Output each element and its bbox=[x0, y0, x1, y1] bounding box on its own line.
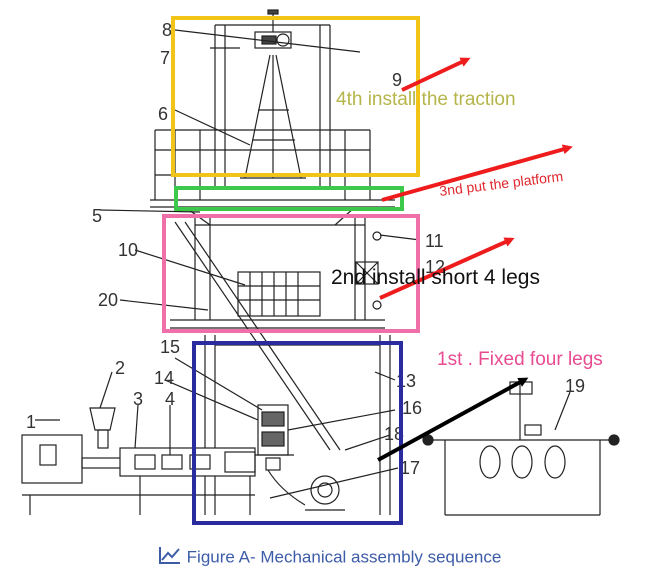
part-label-6: 6 bbox=[158, 104, 168, 124]
part-label-16: 16 bbox=[402, 398, 422, 418]
part-label-5: 5 bbox=[92, 206, 102, 226]
part-label-2: 2 bbox=[115, 358, 125, 378]
part-label-1: 1 bbox=[26, 412, 36, 432]
part-label-14: 14 bbox=[154, 368, 174, 388]
part-label-20: 20 bbox=[98, 290, 118, 310]
step1-arrow bbox=[377, 377, 529, 462]
part-label-11: 11 bbox=[425, 231, 444, 251]
part-label-10: 10 bbox=[118, 240, 138, 260]
step3-label: 3nd put the platform bbox=[438, 168, 564, 199]
step2-label: 2nd install short 4 legs bbox=[331, 266, 540, 289]
step4-highlight-box bbox=[171, 16, 420, 177]
step2-arrow bbox=[379, 237, 515, 300]
step4-label: 4th install the traction bbox=[336, 89, 516, 110]
step3-highlight-box bbox=[174, 186, 404, 211]
part-label-8: 8 bbox=[162, 20, 172, 40]
step2-highlight-box bbox=[162, 214, 420, 333]
caption-text: Figure A- Mechanical assembly sequence bbox=[186, 547, 502, 567]
part-label-3: 3 bbox=[133, 389, 143, 409]
part-label-7: 7 bbox=[160, 48, 170, 68]
step3-arrow bbox=[381, 144, 573, 202]
part-label-19: 19 bbox=[565, 376, 585, 396]
step4-arrow bbox=[401, 57, 471, 92]
line-chart-icon bbox=[158, 546, 181, 569]
step1-highlight-box bbox=[192, 341, 403, 525]
step1-label: 1st . Fixed four legs bbox=[437, 349, 603, 370]
part-label-9: 9 bbox=[392, 70, 402, 90]
part-label-17: 17 bbox=[400, 458, 420, 478]
part-label-15: 15 bbox=[160, 337, 180, 357]
machine-drawing bbox=[21, 9, 620, 516]
part-label-4: 4 bbox=[165, 389, 175, 409]
figure-caption: Figure A- Mechanical assembly sequence bbox=[0, 546, 660, 569]
